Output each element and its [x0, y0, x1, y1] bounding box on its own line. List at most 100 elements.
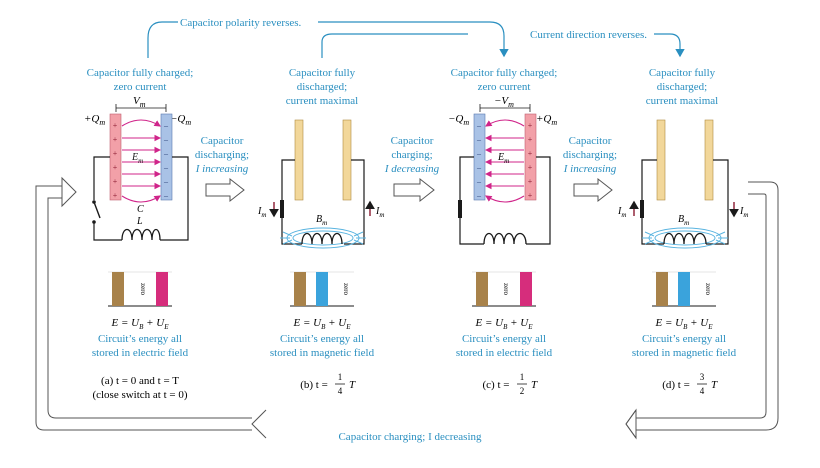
- svg-text:discharged;: discharged;: [297, 81, 348, 93]
- panel-d-text: E = UB + UE Circuit’s energy all stored …: [632, 317, 737, 396]
- magnetic-field: [280, 227, 366, 249]
- capacitor-label: C: [137, 204, 144, 215]
- svg-text:(b) t =: (b) t =: [300, 379, 328, 391]
- panel-a-text: E = UB + UE Circuit’s energy all stored …: [92, 317, 189, 401]
- panel-b-text: E = UB + UE Circuit’s energy all stored …: [270, 317, 375, 396]
- inductor-coil: [483, 232, 527, 245]
- mag-field-label: Bm: [678, 214, 689, 227]
- svg-text:E = UB + UE: E = UB + UE: [474, 317, 533, 331]
- svg-text:1: 1: [338, 372, 343, 382]
- svg-text:–: –: [163, 177, 169, 186]
- panel-a-title: Capacitor fully charged; zero current: [87, 67, 194, 93]
- panel-c-title: Capacitor fully charged; zero current: [451, 67, 558, 93]
- svg-text:–: –: [163, 121, 169, 130]
- capacitor-plate-right: [342, 119, 352, 201]
- zero-label: zero: [704, 283, 712, 296]
- panel-d-title: Capacitor fully discharged; current maxi…: [646, 67, 718, 107]
- svg-text:Circuit’s energy all: Circuit’s energy all: [462, 333, 546, 345]
- svg-text:+: +: [113, 191, 118, 200]
- svg-text:–: –: [476, 177, 482, 186]
- svg-text:–: –: [476, 135, 482, 144]
- panel-c-text: E = UB + UE Circuit’s energy all stored …: [456, 317, 553, 396]
- svg-text:stored in magnetic field: stored in magnetic field: [632, 347, 737, 359]
- svg-text:–: –: [476, 191, 482, 200]
- svg-text:–: –: [476, 163, 482, 172]
- svg-text:+: +: [528, 191, 533, 200]
- polarity-reverses-arrow: Capacitor polarity reverses.: [147, 17, 509, 58]
- svg-text:I decreasing: I decreasing: [384, 163, 440, 175]
- svg-text:Capacitor fully charged;: Capacitor fully charged;: [87, 67, 194, 79]
- svg-text:Circuit’s energy all: Circuit’s energy all: [98, 333, 182, 345]
- current-label-right: Im: [375, 206, 384, 219]
- svg-text:discharging;: discharging;: [563, 149, 617, 161]
- svg-text:I increasing: I increasing: [563, 163, 617, 175]
- svg-text:charging;: charging;: [391, 149, 432, 161]
- svg-text:+: +: [113, 135, 118, 144]
- svg-text:(a) t = 0 and t = T: (a) t = 0 and t = T: [101, 375, 179, 387]
- svg-text:(d) t =: (d) t =: [662, 379, 690, 391]
- svg-text:+: +: [528, 177, 533, 186]
- svg-text:T: T: [349, 379, 356, 391]
- svg-text:–: –: [163, 149, 169, 158]
- current-label-right: Im: [739, 206, 748, 219]
- capacitor-plate-left: [294, 119, 304, 201]
- svg-text:Circuit’s energy all: Circuit’s energy all: [642, 333, 726, 345]
- svg-text:current maximal: current maximal: [646, 95, 718, 107]
- negative-charge-label: −Qm: [448, 113, 469, 127]
- inductor-coil: [121, 228, 161, 241]
- capacitor-plate-left: [656, 119, 666, 201]
- inductor-coil: [301, 232, 343, 245]
- zero-label: zero: [342, 283, 350, 296]
- zero-label: zero: [139, 283, 147, 296]
- svg-text:Capacitor: Capacitor: [201, 135, 244, 147]
- transition-a-b: Capacitor discharging; I increasing: [195, 135, 249, 203]
- svg-text:discharging;: discharging;: [195, 149, 249, 161]
- capacitor-plate-right: [704, 119, 714, 201]
- energy-bars-c: zero: [472, 271, 536, 307]
- svg-text:Circuit’s energy all: Circuit’s energy all: [280, 333, 364, 345]
- transition-c-d: Capacitor discharging; I increasing: [563, 135, 617, 203]
- current-reverses-label: Current direction reverses.: [530, 29, 647, 41]
- svg-text:–: –: [163, 163, 169, 172]
- svg-text:–: –: [163, 135, 169, 144]
- energy-bars-b: zero: [290, 271, 354, 307]
- inductor-label: L: [136, 216, 143, 227]
- transition-b-c: Capacitor charging; I decreasing: [384, 135, 440, 203]
- svg-text:T: T: [531, 379, 538, 391]
- panel-c-circuit: −Vm −Qm +Qm ––– ––– +++ +++ Em: [448, 95, 557, 245]
- svg-text:+: +: [528, 163, 533, 172]
- field-label: Em: [497, 152, 509, 165]
- svg-text:2: 2: [520, 386, 525, 396]
- panel-b-title: Capacitor fully discharged; current maxi…: [286, 67, 358, 107]
- svg-text:E = UB + UE: E = UB + UE: [292, 317, 351, 331]
- svg-text:–: –: [476, 149, 482, 158]
- svg-text:+: +: [113, 163, 118, 172]
- mag-field-label: Bm: [316, 214, 327, 227]
- zero-label: zero: [502, 283, 510, 296]
- svg-text:Capacitor fully: Capacitor fully: [649, 67, 716, 79]
- svg-text:4: 4: [338, 386, 343, 396]
- svg-text:E = UB + UE: E = UB + UE: [110, 317, 169, 331]
- svg-text:4: 4: [700, 386, 705, 396]
- svg-text:+: +: [113, 177, 118, 186]
- current-label-left: Im: [257, 206, 266, 219]
- svg-text:stored in electric field: stored in electric field: [92, 347, 189, 359]
- current-reverses-arrow: Current direction reverses.: [321, 29, 685, 58]
- svg-text:Capacitor fully: Capacitor fully: [289, 67, 356, 79]
- svg-text:–: –: [163, 191, 169, 200]
- panel-a-circuit: Vm +Qm −Qm +++ +++ ––– ––– Em C L: [84, 95, 191, 241]
- svg-text:+: +: [528, 149, 533, 158]
- panel-b-circuit: Bm Im Im: [257, 119, 384, 249]
- svg-text:Capacitor: Capacitor: [391, 135, 434, 147]
- svg-text:zero current: zero current: [478, 81, 531, 93]
- svg-text:Capacitor fully charged;: Capacitor fully charged;: [451, 67, 558, 79]
- negative-charge-label: −Qm: [170, 113, 191, 127]
- svg-text:I increasing: I increasing: [195, 163, 249, 175]
- current-label-left: Im: [617, 206, 626, 219]
- svg-text:current maximal: current maximal: [286, 95, 358, 107]
- positive-charge-label: +Qm: [84, 113, 105, 127]
- panel-d-circuit: Bm Im Im: [617, 119, 748, 249]
- svg-text:+: +: [528, 135, 533, 144]
- electric-field-lines: [484, 119, 525, 203]
